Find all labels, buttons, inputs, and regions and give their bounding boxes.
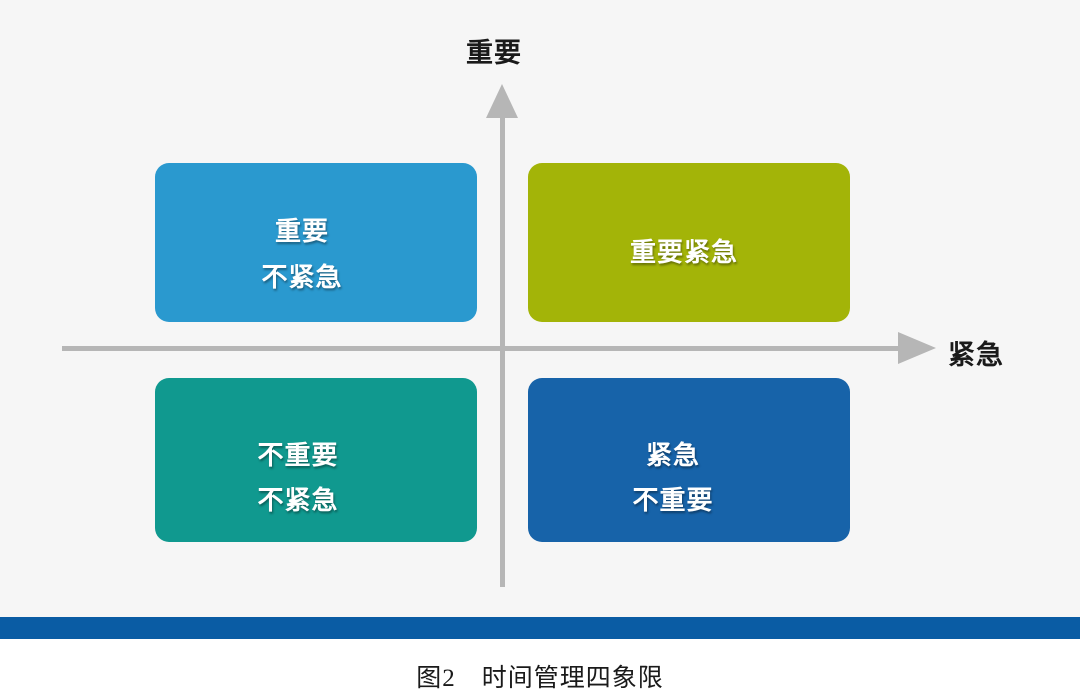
quadrant-text-block: 重要紧急	[630, 230, 738, 276]
quadrant-label-line-2: 不紧急	[257, 485, 339, 515]
urgency-axis-label: 紧急	[948, 340, 1004, 370]
importance-axis-arrow-icon	[486, 84, 518, 118]
quadrant-text-block: 重要 不紧急	[261, 209, 342, 300]
quadrant-text-block: 紧急 不重要	[632, 433, 713, 524]
footer-divider-bar	[0, 617, 1080, 639]
quadrant-label-line-2: 不重要	[632, 485, 714, 515]
quadrant-text-block: 不重要 不紧急	[257, 433, 338, 524]
quadrant-important-urgent[interactable]: 重要紧急	[528, 163, 859, 330]
quadrant-label-line-1: 紧急	[645, 439, 700, 470]
quadrant-label-line-2: 不紧急	[261, 261, 343, 292]
quadrant-not-important-not-urgent[interactable]: 不重要 不紧急	[155, 378, 486, 550]
quadrant-important-not-urgent[interactable]: 重要 不紧急	[155, 163, 486, 330]
figure-caption: 图2 时间管理四象限	[416, 665, 664, 692]
footer-background	[0, 639, 1080, 699]
urgency-axis-line	[62, 346, 905, 351]
quadrant-urgent-not-important[interactable]: 紧急 不重要	[528, 378, 859, 550]
quadrant-label-line-1: 不重要	[257, 439, 339, 470]
quadrant-label-line-1: 重要紧急	[629, 236, 738, 267]
quadrant-label-line-1: 重要	[274, 216, 329, 246]
importance-axis-label: 重要	[466, 38, 522, 68]
urgency-axis-arrow-icon	[898, 332, 936, 364]
